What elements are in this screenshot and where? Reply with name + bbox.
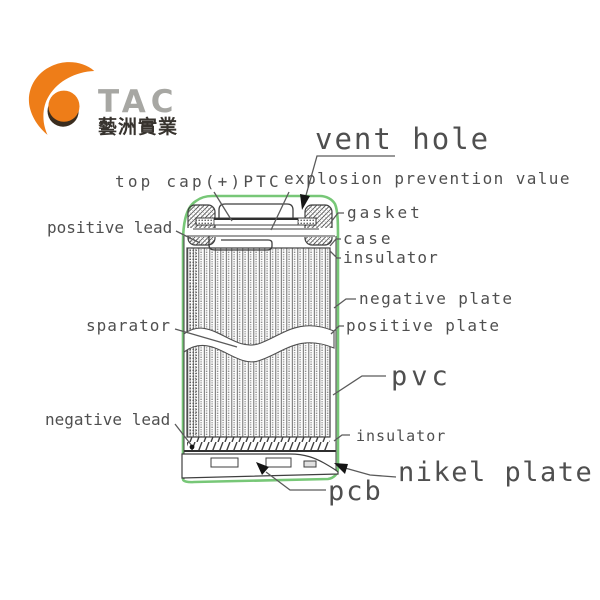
leader-pcb — [265, 471, 326, 491]
pcb-arrowhead — [256, 462, 269, 475]
leader-gasket — [330, 212, 344, 223]
label-insulator-bottom: insulator — [356, 427, 447, 445]
label-pvc: pvc — [391, 361, 452, 392]
positive-lead-tab — [208, 236, 273, 251]
cell-outline — [181, 194, 340, 484]
neck-band — [186, 228, 334, 237]
logo-brand-text: TAC — [98, 84, 179, 120]
leader-negative-lead — [174, 423, 193, 447]
vent-hole-arrowhead — [300, 194, 310, 210]
leader-insulator-top — [329, 250, 341, 259]
logo-swoosh-icon — [28, 62, 95, 135]
leader-pvc — [332, 375, 386, 396]
leader-sparator — [174, 328, 238, 348]
logo-subtitle-text: 藝洲實業 — [98, 116, 179, 138]
label-positive-lead: positive lead — [47, 218, 173, 237]
label-sparator: sparator — [86, 316, 172, 335]
bottom-teeth — [187, 437, 330, 450]
leader-positive-lead — [175, 230, 201, 244]
ptc-end-right — [297, 217, 317, 226]
leader-positive-plate — [330, 325, 344, 335]
label-explosion-prevention-value: explosion prevention value — [284, 169, 571, 188]
label-pcb: pcb — [328, 476, 383, 507]
leader-case — [329, 238, 341, 247]
leader-top-cap — [213, 191, 233, 222]
leader-nikel-plate — [344, 467, 397, 478]
wavy-separator — [183, 325, 335, 363]
pcb-slot-1 — [210, 457, 239, 468]
label-positive-plate: positive plate — [346, 316, 501, 335]
label-negative-plate: negative plate — [359, 289, 514, 308]
leader-vent-hole — [302, 155, 395, 207]
negative-lead-dot — [189, 444, 195, 450]
ptc-end-left — [195, 217, 215, 226]
pcb-slot-3 — [303, 460, 317, 468]
label-case: case — [343, 229, 394, 248]
nikel-plate-arrowhead — [334, 463, 348, 474]
label-nikel-plate: nikel plate — [398, 457, 594, 488]
leader-insulator-bottom — [333, 434, 350, 442]
label-top-cap-ptc: top cap(+)PTC — [115, 172, 282, 191]
pcb-slot-2 — [265, 457, 292, 468]
label-vent-hole: vent hole — [315, 122, 491, 156]
label-negative-lead: negative lead — [45, 410, 171, 429]
leader-negative-plate — [333, 298, 356, 309]
label-insulator-top: insulator — [343, 248, 439, 267]
leader-explosion — [270, 191, 290, 231]
label-gasket: gasket — [347, 203, 423, 222]
top-cap-dome — [218, 203, 294, 220]
